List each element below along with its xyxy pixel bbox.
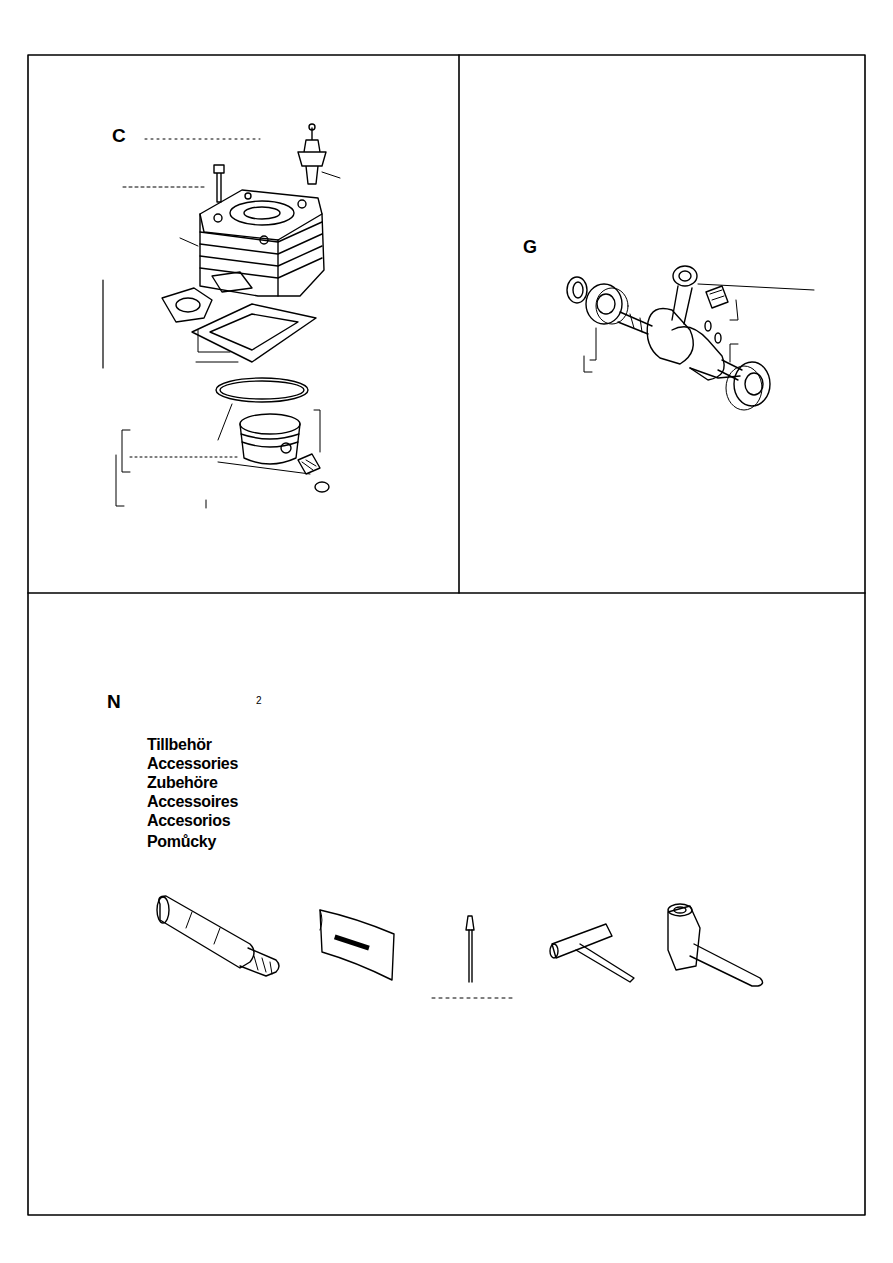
language-heading: Accessories — [147, 756, 238, 772]
language-heading: Accesorios — [147, 813, 230, 829]
crankshaft-assembly — [567, 266, 814, 410]
language-heading: Accessoires — [147, 794, 238, 810]
page-frame — [28, 55, 865, 1215]
accessory-tools — [157, 896, 763, 998]
language-heading: Zubehöre — [147, 775, 218, 791]
cylinder-assembly — [103, 124, 340, 508]
panel-letter: C — [112, 126, 126, 145]
panel-letter: G — [523, 238, 537, 256]
language-heading: Pomůcky — [147, 834, 216, 850]
language-heading: Tillbehör — [147, 737, 212, 753]
callout-number: 2 — [256, 696, 262, 706]
panel-letter: N — [107, 692, 121, 711]
panel-divider — [458, 55, 460, 593]
panel-divider — [28, 592, 865, 594]
